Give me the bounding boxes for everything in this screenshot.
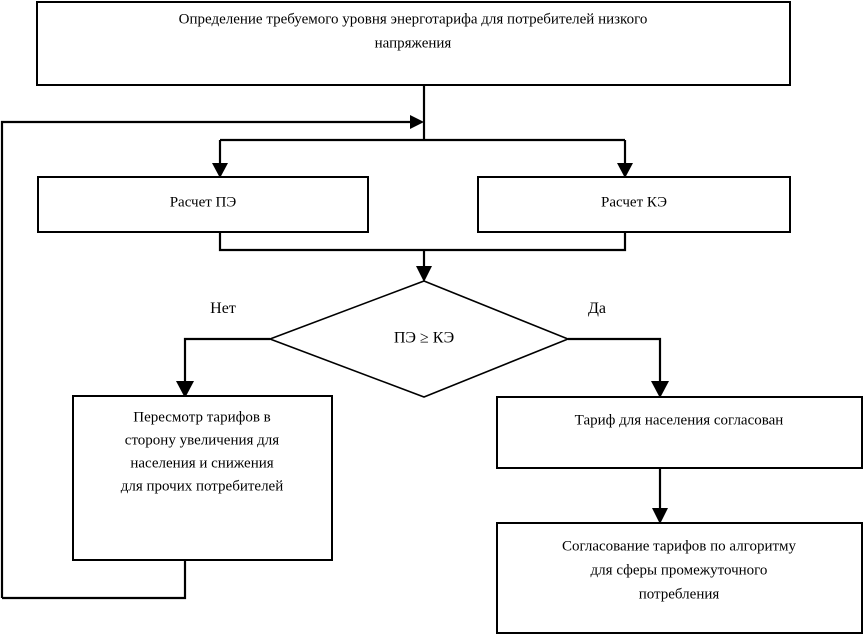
node-decision: ПЭ ≥ КЭ bbox=[267, 280, 571, 398]
node-start: Определение требуемого уровня энерготари… bbox=[36, 1, 791, 86]
node-calc-pe-label: Расчет ПЭ bbox=[170, 194, 237, 210]
arrowhead-into-revise-tariffs bbox=[176, 381, 194, 398]
node-coordinate-intermediate-shape bbox=[496, 522, 863, 634]
node-calc-pe-shape bbox=[37, 176, 369, 233]
arrowhead-into-decision bbox=[416, 266, 432, 282]
arrowhead-into-tariff-approved bbox=[651, 381, 669, 398]
node-start-shape bbox=[36, 1, 791, 86]
connector-yes-branch bbox=[568, 337, 662, 389]
arrowhead-into-calc-ke bbox=[617, 163, 633, 178]
branch-label-no: Нет bbox=[210, 300, 236, 317]
node-decision-label: ПЭ ≥ КЭ bbox=[394, 330, 454, 347]
node-revise-tariffs-line-1: Пересмотр тарифов в bbox=[133, 409, 271, 425]
arrowhead-into-calc-pe bbox=[212, 163, 228, 178]
branch-label-yes: Да bbox=[588, 300, 606, 317]
connector-no-branch bbox=[183, 337, 270, 389]
node-calc-ke-label: Расчет КЭ bbox=[601, 194, 667, 210]
node-decision-shape bbox=[267, 280, 571, 398]
node-coordinate-intermediate-line-2: для сферы промежуточного bbox=[591, 562, 768, 578]
node-coordinate-intermediate: Согласование тарифов по алгоритму для сф… bbox=[496, 522, 863, 634]
connector-merge-bar bbox=[218, 232, 627, 252]
node-tariff-approved: Тариф для населения согласован bbox=[496, 396, 863, 469]
node-revise-tariffs-shape bbox=[72, 395, 333, 561]
node-coordinate-intermediate-line-1: Согласование тарифов по алгоритму bbox=[562, 538, 797, 554]
node-start-line-1: Определение требуемого уровня энерготари… bbox=[179, 11, 648, 27]
node-tariff-approved-shape bbox=[496, 396, 863, 469]
node-start-line-2: напряжения bbox=[375, 35, 452, 51]
node-tariff-approved-label: Тариф для населения согласован bbox=[575, 412, 784, 428]
node-revise-tariffs-line-4: для прочих потребителей bbox=[121, 478, 284, 494]
node-revise-tariffs: Пересмотр тарифов в сторону увеличения д… bbox=[72, 395, 333, 561]
arrowhead-into-coordinate-intermediate bbox=[652, 508, 668, 524]
node-calc-ke-shape bbox=[477, 176, 791, 233]
node-coordinate-intermediate-line-3: потребления bbox=[639, 586, 720, 602]
arrowhead-feedback-into-trunk bbox=[410, 115, 424, 129]
node-calc-ke: Расчет КЭ bbox=[477, 176, 791, 233]
connector-revise-to-feedback bbox=[2, 560, 187, 600]
node-revise-tariffs-line-3: населения и снижения bbox=[130, 455, 273, 471]
node-calc-pe: Расчет ПЭ bbox=[37, 176, 369, 233]
node-revise-tariffs-line-2: сторону увеличения для bbox=[125, 432, 279, 448]
connector-feedback-loop bbox=[0, 120, 418, 598]
